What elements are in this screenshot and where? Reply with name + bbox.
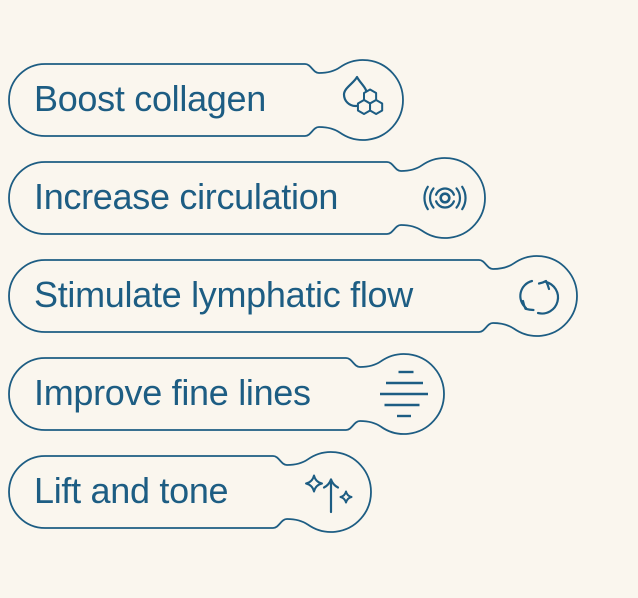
benefit-pill-lift-and-tone: Lift and tone [8,450,373,535]
fine-lines-icon [380,370,428,418]
pill-shape [8,157,486,239]
pill-outline [8,59,404,141]
pill-outline [8,255,578,337]
benefit-pill-boost-collagen: Boost collagen [8,58,405,143]
collagen-molecule-icon [342,75,384,115]
benefit-label: Increase circulation [34,176,339,218]
benefit-label: Stimulate lymphatic flow [34,274,413,316]
pill-shape [8,353,445,435]
benefit-pill-increase-circulation: Increase circulation [8,156,487,241]
pill-shape [8,451,372,533]
pill-outline [8,353,445,435]
pill-shape [8,255,578,337]
circulation-ripple-icon [423,185,467,211]
benefit-label: Boost collagen [34,78,266,120]
pill-outline [8,157,486,239]
benefit-label: Lift and tone [34,470,229,512]
pill-outline [8,451,372,533]
benefit-label: Improve fine lines [34,372,311,414]
lift-sparkle-icon [305,474,353,514]
benefit-pill-improve-fine-lines: Improve fine lines [8,352,446,437]
benefit-pill-stimulate-lymphatic-flow: Stimulate lymphatic flow [8,254,579,339]
lymphatic-cycle-icon [519,279,560,315]
pill-shape [8,59,404,141]
